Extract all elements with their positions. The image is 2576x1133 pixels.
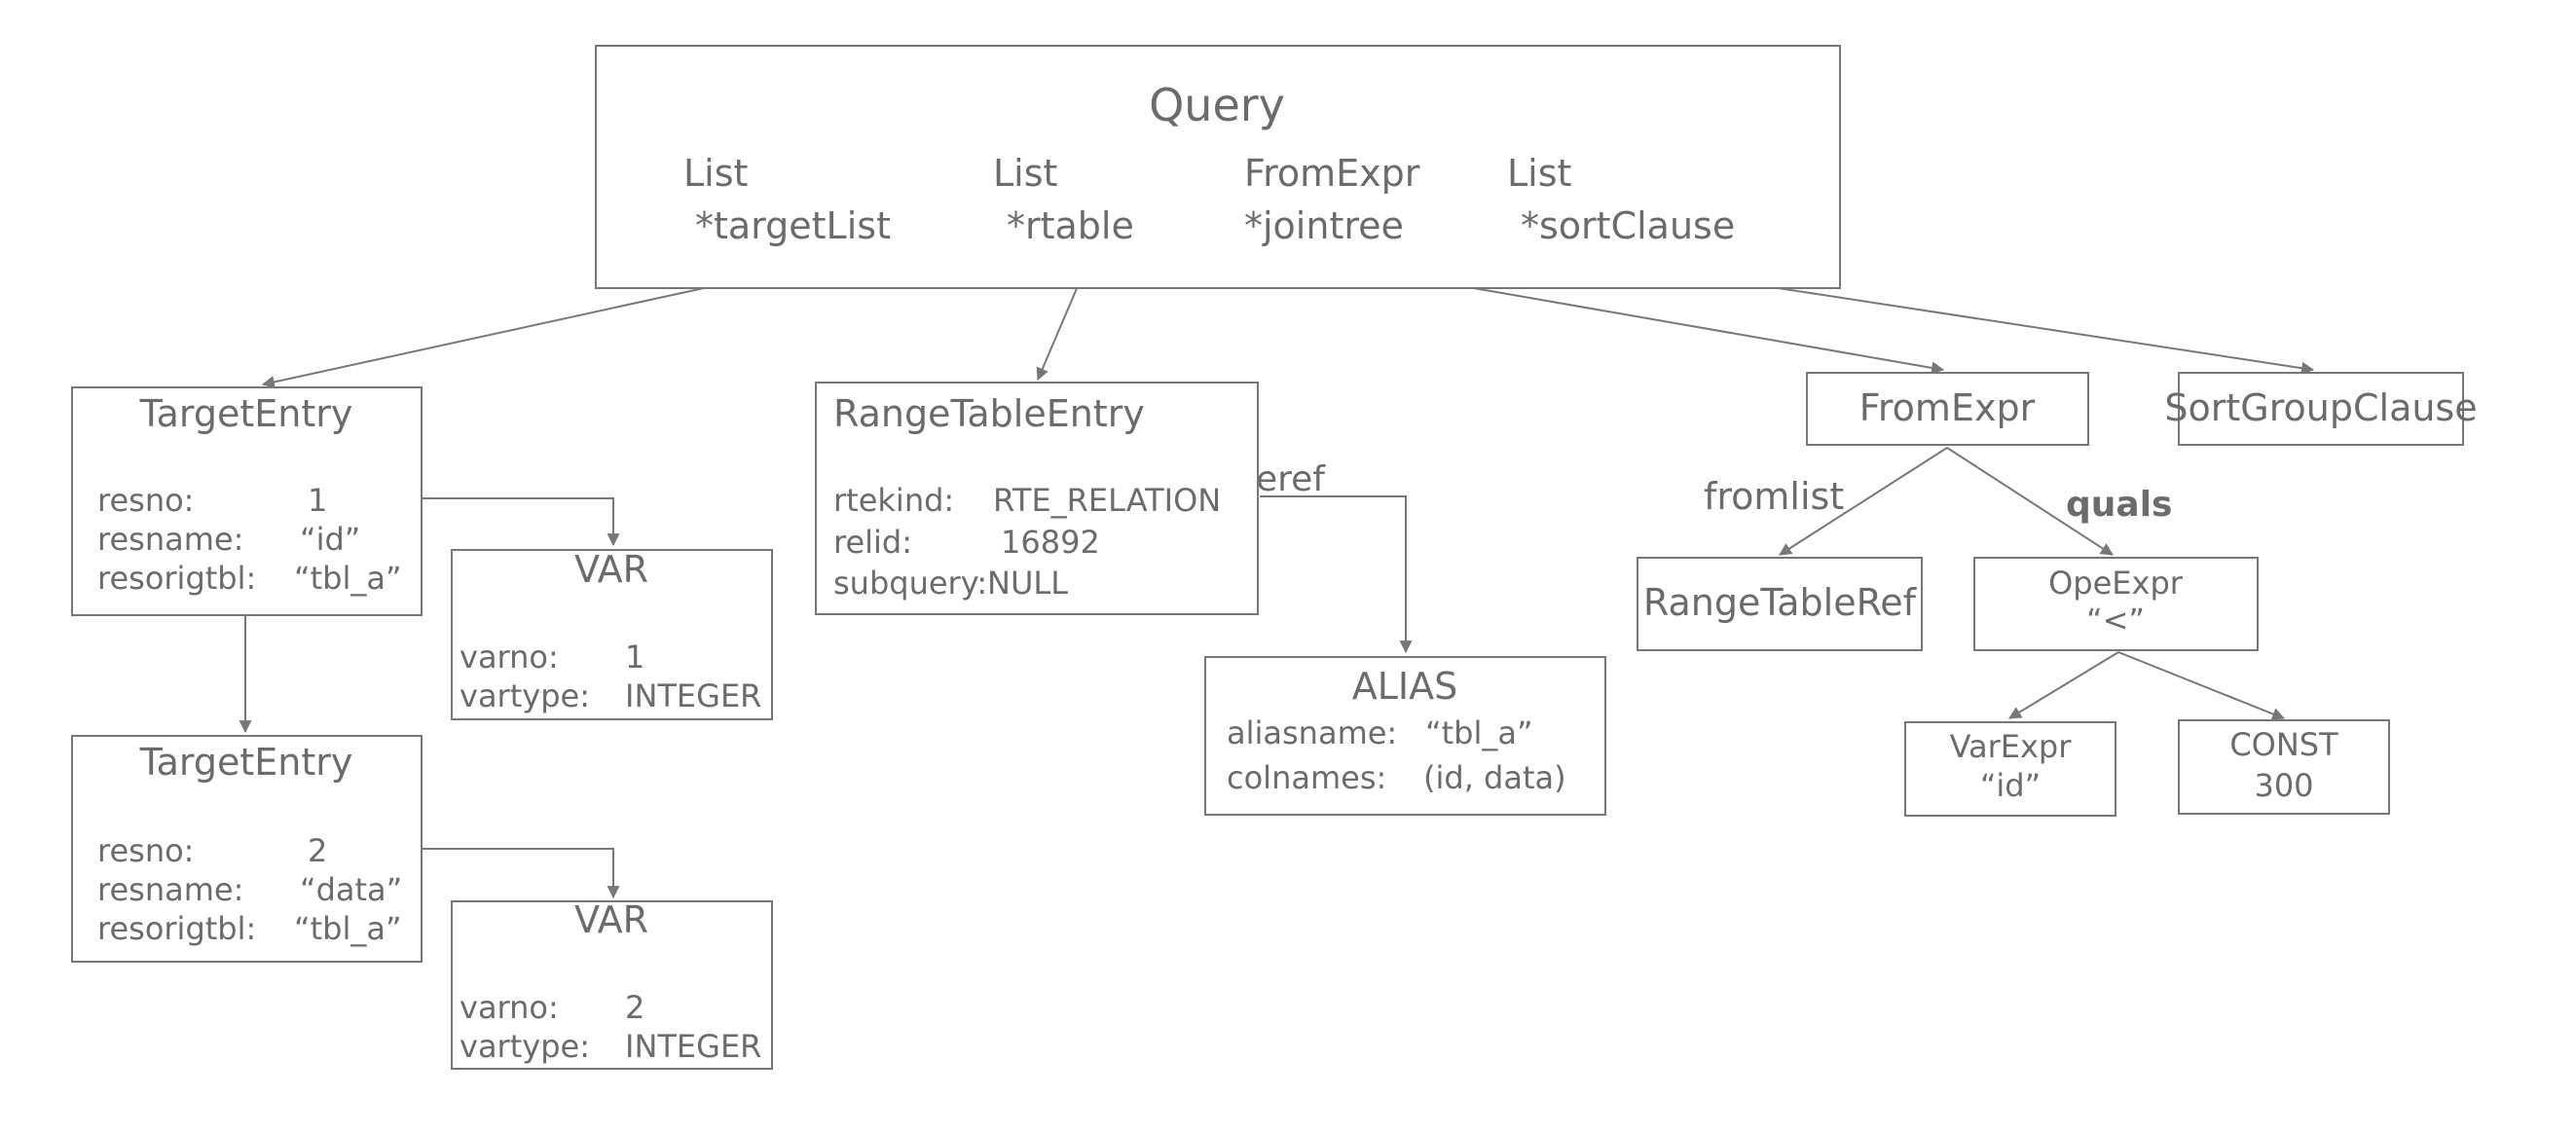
var-value: INTEGER <box>625 677 761 714</box>
from-expr-node: FromExpr <box>1806 372 2089 446</box>
const-value: 300 <box>2254 767 2313 804</box>
range-table-entry-node: RangeTableEntry rtekind: RTE_RELATION re… <box>815 382 1259 615</box>
var-expr-title: VarExpr <box>1950 728 2073 765</box>
alias-key: colnames: <box>1227 759 1386 796</box>
range-table-entry-value: RTE_RELATION <box>993 482 1221 519</box>
query-field-type-1: List <box>993 152 1057 195</box>
target-entry-key: resname: <box>97 521 243 558</box>
query-field-name-1: *rtable <box>1007 204 1134 247</box>
edge-label-eref: eref <box>1256 459 1326 499</box>
target-entry-title-1: TargetEntry <box>139 392 353 435</box>
query-field-type-3: List <box>1507 152 1571 195</box>
sort-group-clause-node: SortGroupClause <box>2164 372 2478 446</box>
var-value: 2 <box>625 989 644 1026</box>
var-key: varno: <box>460 989 559 1026</box>
edge-opeexpr-to-const <box>2117 651 2286 720</box>
query-field-type-2: FromExpr <box>1244 152 1420 195</box>
alias-node: ALIAS aliasname: “tbl_a” colnames: (id, … <box>1204 656 1606 816</box>
var-node-1: VAR varno: 1 vartype: INTEGER <box>451 548 773 720</box>
range-table-entry-title: RangeTableEntry <box>833 392 1145 435</box>
target-entry-key: resname: <box>97 871 243 908</box>
ope-expr-title: OpeExpr <box>2048 565 2184 602</box>
target-entry-value: “tbl_a” <box>294 560 402 597</box>
range-table-entry-key: relid: <box>833 524 912 561</box>
ope-expr-node: OpeExpr “<” <box>1973 557 2259 651</box>
var-title-2: VAR <box>574 898 648 941</box>
edge-fromexpr-to-rangetableref <box>1779 447 1948 556</box>
edge-opeexpr-to-varexpr <box>2008 651 2119 719</box>
target-entry-key: resorigtbl: <box>97 910 256 947</box>
target-entry-value: “data” <box>300 871 402 908</box>
range-table-ref-node: RangeTableRef <box>1637 557 1923 651</box>
target-entry-value: “tbl_a” <box>294 910 402 947</box>
target-entry-key: resno: <box>97 482 194 519</box>
const-title: CONST <box>2229 726 2338 763</box>
target-entry-node-1: TargetEntry resno: 1 resname: “id” resor… <box>71 386 423 616</box>
query-field-name-3: *sortClause <box>1521 204 1735 247</box>
target-entry-title-2: TargetEntry <box>139 741 353 784</box>
var-key: vartype: <box>460 677 590 714</box>
edge-label-quals: quals <box>2066 485 2172 525</box>
query-title: Query <box>1149 79 1285 131</box>
edge-label-fromlist: fromlist <box>1704 475 1844 518</box>
var-value: 1 <box>625 639 644 676</box>
var-title-1: VAR <box>574 548 648 591</box>
from-expr-title: FromExpr <box>1859 386 2036 429</box>
range-table-entry-value: NULL <box>987 565 1068 602</box>
query-node: Query List *targetList List *rtable From… <box>595 45 1841 289</box>
var-expr-node: VarExpr “id” <box>1904 721 2116 817</box>
target-entry-key: resno: <box>97 832 194 869</box>
const-node: CONST 300 <box>2178 719 2390 815</box>
target-entry-value: 1 <box>308 482 327 519</box>
query-field-name-0: *targetList <box>695 204 891 247</box>
target-entry-node-2: TargetEntry resno: 2 resname: “data” res… <box>71 735 423 963</box>
ope-expr-value: “<” <box>2086 602 2145 639</box>
target-entry-key: resorigtbl: <box>97 560 256 597</box>
range-table-ref-title: RangeTableRef <box>1643 581 1918 624</box>
range-table-entry-key: subquery: <box>833 565 987 602</box>
target-entry-value: 2 <box>308 832 327 869</box>
var-key: varno: <box>460 639 559 676</box>
alias-value: (id, data) <box>1423 759 1566 796</box>
var-value: INTEGER <box>625 1028 761 1065</box>
var-key: vartype: <box>460 1028 590 1065</box>
sort-group-clause-title: SortGroupClause <box>2164 386 2477 429</box>
query-field-name-2: *jointree <box>1244 204 1404 247</box>
query-field-type-0: List <box>683 152 748 195</box>
edge-rangetableentry-to-alias <box>1260 495 1413 654</box>
target-entry-value: “id” <box>300 521 360 558</box>
alias-key: aliasname: <box>1227 714 1397 751</box>
var-expr-value: “id” <box>1980 767 2041 804</box>
edge-fromexpr-to-opeexpr <box>1946 447 2114 556</box>
edge-targetentry-1-to-var-1 <box>423 497 620 547</box>
alias-title: ALIAS <box>1352 665 1458 708</box>
var-node-2: VAR varno: 2 vartype: INTEGER <box>451 898 773 1070</box>
range-table-entry-value: 16892 <box>1001 524 1100 561</box>
alias-value: “tbl_a” <box>1425 714 1533 751</box>
range-table-entry-key: rtekind: <box>833 482 954 519</box>
edge-targetentry-2-to-var-2 <box>423 848 620 899</box>
